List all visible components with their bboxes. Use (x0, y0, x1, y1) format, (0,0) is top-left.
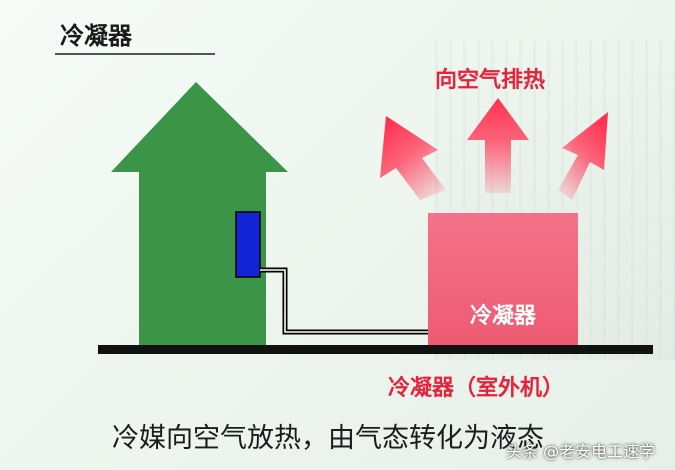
title-underline (55, 53, 215, 55)
page-title: 冷凝器 (60, 22, 132, 50)
watermark: 头条 @老安电工速学 (506, 442, 656, 461)
house-shape (111, 82, 288, 347)
condenser-unit (428, 213, 578, 347)
heat-arrow-left (380, 116, 446, 200)
indoor-unit (235, 211, 261, 278)
outdoor-unit-caption: 冷凝器（室外机） (388, 376, 565, 401)
condenser-label: 冷凝器 (469, 304, 536, 329)
heat-arrow-middle (467, 98, 529, 193)
main-caption: 冷媒向空气放热，由气态转化为液态 (112, 423, 544, 454)
heat-release-label: 向空气排热 (435, 68, 546, 93)
ground-line (98, 345, 653, 354)
heat-arrow-right (558, 112, 608, 200)
